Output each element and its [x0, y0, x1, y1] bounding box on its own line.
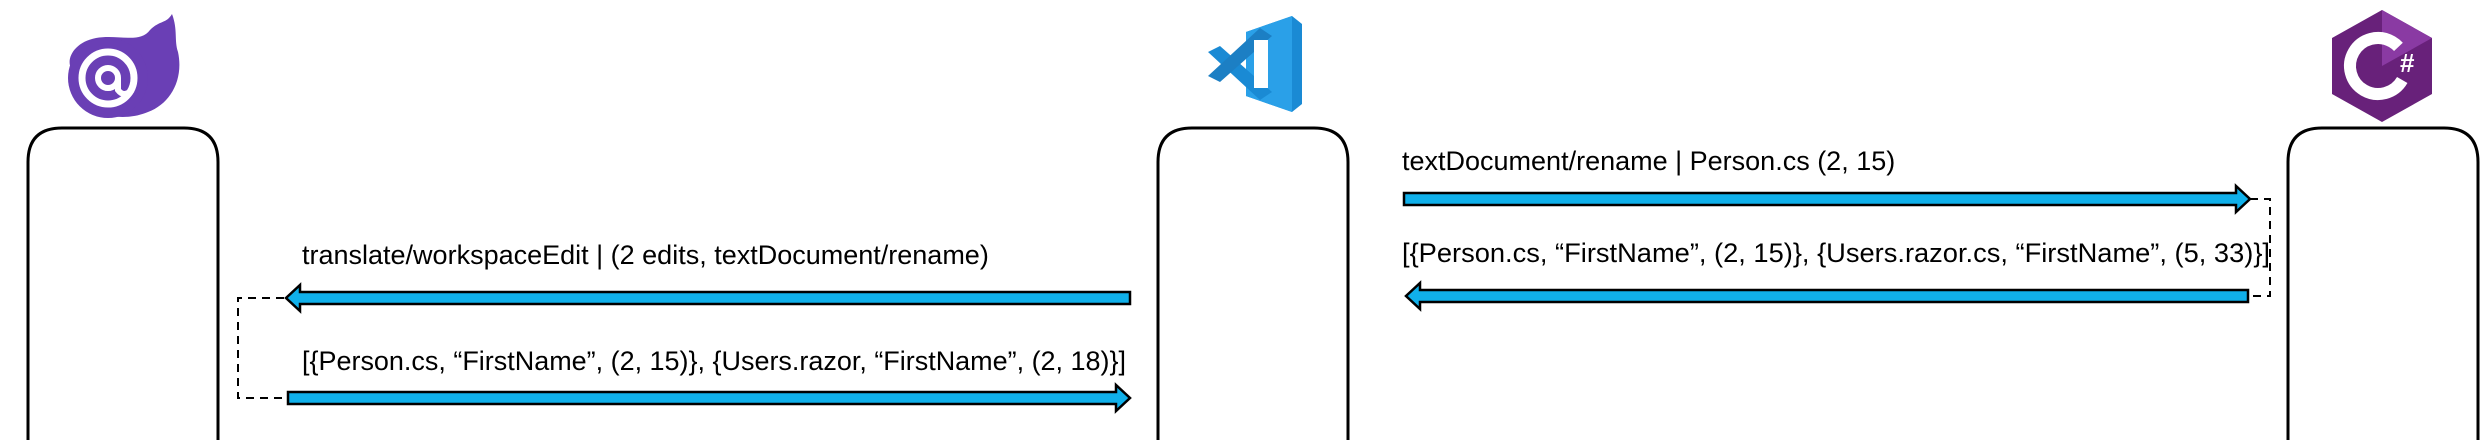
rename-request-label: textDocument/rename | Person.cs (2, 15): [1402, 146, 1895, 176]
rename-request-arrow: [1402, 183, 2252, 215]
csharp-logo-icon: #: [2332, 10, 2432, 122]
translate-response-label: [{Person.cs, “FirstName”, (2, 15)}, {Use…: [302, 346, 1126, 376]
rename-loop-connector: [2250, 198, 2271, 297]
translate-request-arrow: [284, 282, 1132, 314]
lifeline-vscode: [1156, 126, 1350, 440]
svg-text:#: #: [2400, 48, 2415, 78]
rename-response-label: [{Person.cs, “FirstName”, (2, 15)}, {Use…: [1402, 238, 2270, 268]
lifeline-csharp: [2286, 126, 2480, 440]
lifeline-blazor: [26, 126, 220, 440]
translate-request-label: translate/workspaceEdit | (2 edits, text…: [302, 240, 989, 270]
translate-loop-connector: [237, 297, 288, 399]
translate-response-arrow: [286, 382, 1132, 414]
rename-response-arrow: [1404, 280, 2250, 312]
blazor-logo-icon: [68, 14, 180, 118]
vscode-logo-icon: [1208, 16, 1302, 112]
